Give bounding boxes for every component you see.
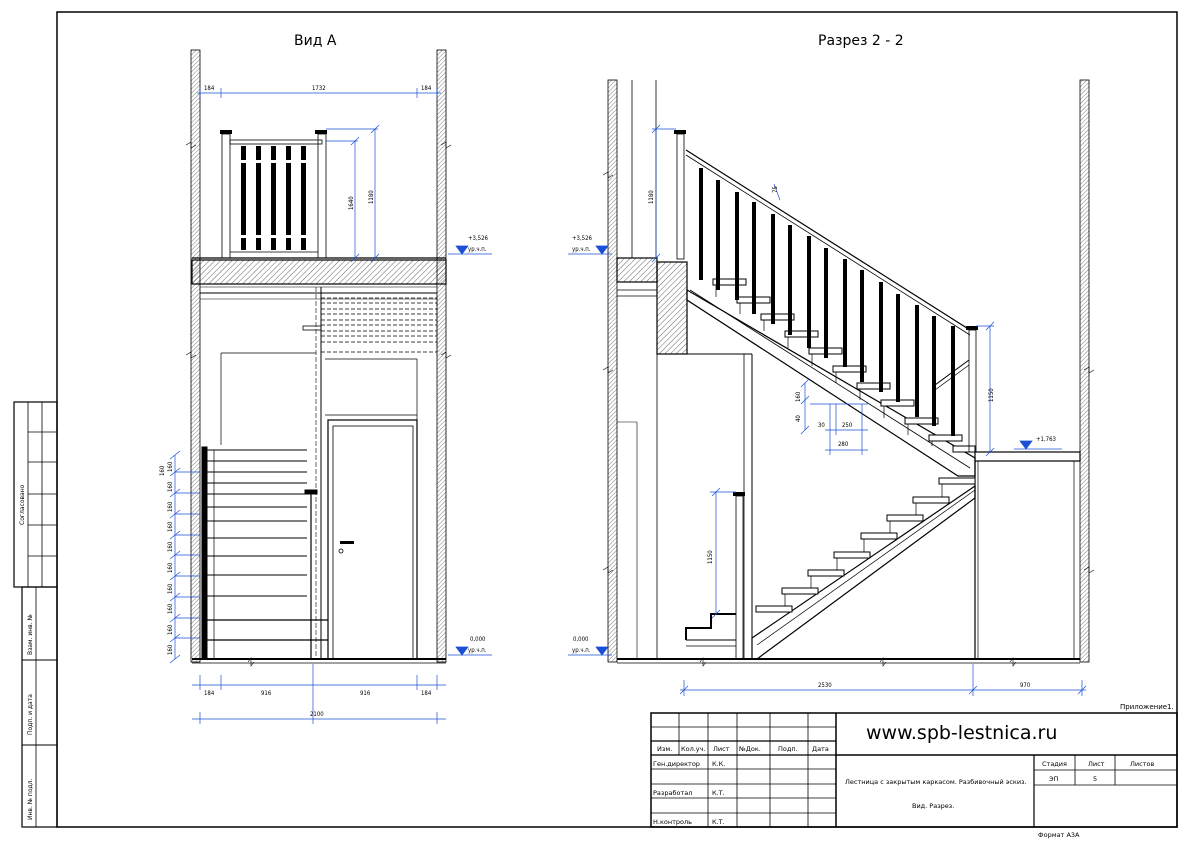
view-a-dimensions (169, 88, 492, 724)
tb-sheet-value: 5 (1093, 775, 1097, 783)
view-a: Вид А (159, 33, 492, 724)
section-dimensions (568, 124, 1087, 696)
svg-text:160: 160 (167, 501, 174, 512)
svg-text:160: 160 (167, 624, 174, 635)
tb-description-2: Вид. Разрез. (912, 802, 954, 810)
level-a-lower-ref: ур.ч.п. (468, 647, 487, 654)
level-s-lower: 0,000 (573, 636, 589, 643)
svg-text:160: 160 (167, 461, 174, 472)
dim-a-top-1: 184 (204, 85, 215, 92)
upper-flight-railing (674, 130, 978, 453)
level-s-lower-ref: ур.ч.п. (572, 647, 591, 654)
tb-role-control: Н.контроль (653, 818, 692, 826)
svg-text:160: 160 (167, 603, 174, 614)
dim-a-steps: 160 160 160 160 160 160 160 160 160 160 … (159, 461, 174, 655)
hidden-stair-lines (320, 297, 438, 353)
tb-sheet-header: Лист (1088, 760, 1105, 768)
svg-text:160: 160 (167, 541, 174, 552)
dim-s-tread-250: 250 (842, 422, 853, 429)
tb-header-list: Лист (713, 745, 730, 753)
dim-s-bottom-970: 970 (1020, 682, 1031, 689)
dim-a-rail-1640: 1640 (348, 196, 355, 210)
svg-text:160: 160 (167, 583, 174, 594)
title-block: Приложение1. Изм. Кол.уч. Лист №Док. Под… (650, 703, 1178, 839)
tb-role-director: Ген.директор (653, 760, 700, 768)
dim-s-nosing-75: 75 (772, 186, 779, 193)
level-s-upper: +3,526 (572, 235, 593, 242)
tb-role-developer: Разработал (653, 789, 692, 797)
dim-s-rail-1150: 1150 (988, 388, 995, 402)
tb-stage-value: ЭП (1049, 775, 1059, 783)
section-title: Разрез 2 - 2 (818, 33, 904, 49)
dim-a-bottom-3: 916 (360, 690, 371, 697)
dim-s-tread-30: 30 (818, 422, 825, 429)
dim-a-bottom-1: 184 (204, 690, 215, 697)
upper-railing (220, 130, 327, 259)
svg-text:160: 160 (167, 521, 174, 532)
level-s-upper-ref: ур.ч.п. (572, 246, 591, 253)
dim-a-bottom-2: 916 (261, 690, 272, 697)
tb-header-doc: №Док. (738, 745, 761, 753)
svg-text:160: 160 (167, 644, 174, 655)
dim-a-top-3: 184 (421, 85, 432, 92)
dim-s-lower-1150: 1150 (707, 550, 714, 564)
level-a-upper-ref: ур.ч.п. (468, 246, 487, 253)
tb-description-1: Лестница с закрытым каркасом. Разбивочны… (845, 778, 1027, 786)
tb-header-kol: Кол.уч. (681, 745, 706, 753)
svg-text:160: 160 (167, 481, 174, 492)
tb-header-date: Дата (812, 745, 829, 753)
side-stamp: Согласовано Взам. инв. № Подп. и дата Ин… (13, 401, 58, 828)
svg-text:160: 160 (167, 562, 174, 573)
tb-name-director: К.К. (712, 760, 725, 768)
dim-s-step-40: 40 (795, 415, 802, 422)
view-a-title: Вид А (294, 33, 337, 49)
dim-s-bottom-2530: 2530 (818, 682, 832, 689)
dim-a-rail-1180: 1180 (368, 190, 375, 204)
dim-s-step-160: 160 (795, 391, 802, 402)
tb-format: Формат А3А (1038, 831, 1080, 839)
tb-name-control: К.Т. (712, 818, 725, 826)
dim-a-bottom-4: 184 (421, 690, 432, 697)
appendix-label: Приложение1. (1120, 703, 1174, 711)
door (327, 419, 418, 660)
lower-railing (685, 492, 745, 660)
dim-a-total: 2100 (310, 711, 324, 718)
dim-a-top-2: 1732 (312, 85, 326, 92)
tb-header-izm: Изм. (657, 745, 672, 753)
section-2-2: Разрез 2 - 2 (247, 33, 1095, 696)
side-stamp-sign-date: Подп. и дата (27, 694, 34, 735)
tb-stage-header: Стадия (1042, 760, 1067, 768)
level-a-upper: +3,526 (468, 235, 489, 242)
tb-sheets-header: Листов (1130, 760, 1154, 768)
lower-flight-steps (755, 477, 976, 613)
side-stamp-inv-orig: Инв. № подл. (27, 779, 34, 820)
level-a-lower: 0,000 (470, 636, 486, 643)
lower-stair-view (201, 446, 329, 660)
level-s-mid: +1,763 (1036, 436, 1056, 443)
dim-s-top-1180: 1180 (648, 190, 655, 204)
dim-s-tread-280: 280 (838, 441, 849, 448)
tb-header-podp: Подп. (778, 745, 798, 753)
svg-text:160: 160 (159, 465, 166, 476)
website-link[interactable]: www.spb-lestnica.ru (866, 722, 1057, 744)
side-stamp-agreed: Согласовано (19, 484, 26, 525)
tb-name-developer: К.Т. (712, 789, 725, 797)
side-stamp-replace-inv: Взам. инв. № (27, 614, 34, 655)
